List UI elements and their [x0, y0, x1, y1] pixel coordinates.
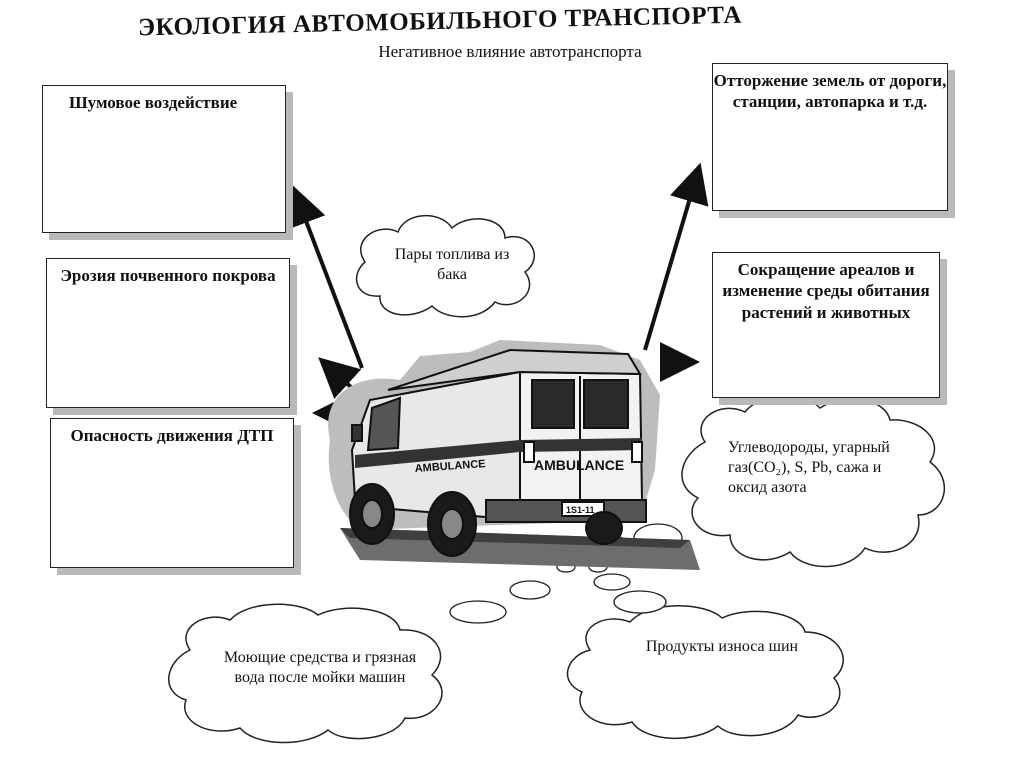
box-land-alienation: Отторжение земель от дороги, станции, ав… — [712, 63, 948, 211]
page-subtitle: Негативное влияние автотранспорта — [378, 42, 642, 61]
cloud-exhaust-gases — [681, 395, 946, 568]
cloud-tire-wear-text: Продукты износа шин — [645, 638, 799, 655]
box-soil-erosion: Эрозия почвенного покрова — [46, 258, 290, 408]
ambulance-side-label: AMBULANCE — [414, 458, 486, 475]
cloud-tire-wear — [566, 605, 844, 740]
cloud-exhaust-gases-text: Углеводороды, угарный газ(CO₂), S, Pb, с… — [728, 439, 890, 496]
box-traffic-danger: Опасность движения ДТП — [50, 418, 294, 568]
cloud-wash-water — [168, 603, 443, 744]
cloud-fuel-vapor — [355, 214, 535, 318]
box-habitat-reduction: Сокращение ареалов и изменение среды оби… — [712, 252, 940, 398]
cloud-wash-water-text: Моющие средства и грязная вода после мой… — [223, 649, 417, 686]
cloud-fuel-vapor-text: Пары топлива из бака — [394, 246, 510, 283]
ambulance-rear-label: AMBULANCE — [534, 457, 624, 473]
ambulance-illustration — [328, 340, 660, 557]
ambulance-license-plate: 1S1-11 — [566, 505, 595, 515]
box-noise-impact: Шумовое воздействие — [42, 85, 286, 233]
